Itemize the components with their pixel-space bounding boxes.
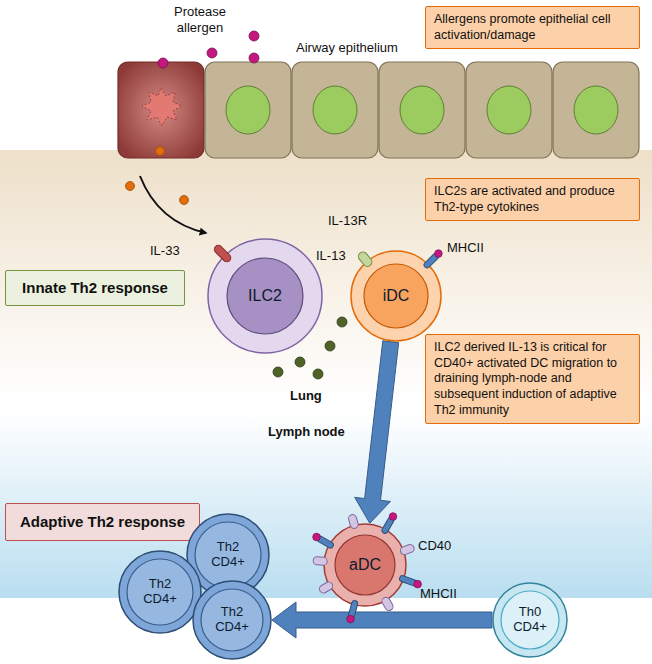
il33-particles: [126, 147, 189, 205]
epithelium: [118, 62, 639, 158]
phase-title: Innate Th2 response: [22, 279, 168, 298]
migration-arrow: [355, 341, 399, 523]
cytokine-label: IL-13: [316, 248, 346, 264]
cell-name: iDC: [383, 287, 410, 305]
phase-box: Innate Th2 response: [5, 270, 185, 306]
cell-name: Th2 CD4+: [215, 605, 249, 635]
migration-arrow: [272, 602, 492, 638]
tissue-label: Airway epithelium: [296, 40, 398, 56]
callout-text: ILC2 derived IL-13 is critical for CD40+…: [434, 340, 631, 418]
receptor-symbols: [213, 244, 233, 264]
callout-text: Allergens promote epithelial cell activa…: [434, 12, 631, 43]
region-label: Lung: [290, 388, 322, 404]
cell-name: ILC2: [248, 287, 282, 305]
il33-release-arrow: [140, 176, 206, 233]
phase-box: Adaptive Th2 response: [5, 503, 200, 541]
cell-name: Th0 CD4+: [513, 605, 547, 635]
callout-box: ILC2 derived IL-13 is critical for CD40+…: [425, 334, 640, 424]
phase-title: Adaptive Th2 response: [20, 513, 185, 532]
allergen-particles: [158, 31, 259, 68]
cell-name: aDC: [349, 556, 381, 574]
dendritic-cell: iDC: [350, 250, 442, 342]
t-cell: Th2 CD4+: [192, 580, 272, 660]
receptor-label: MHCII: [420, 586, 457, 602]
callout-box: ILC2s are activated and produce Th2-type…: [425, 178, 640, 221]
cell-name: Th2 CD4+: [143, 577, 177, 607]
ilc2-cell: ILC2: [207, 238, 323, 354]
receptor-label: CD40: [418, 538, 451, 554]
receptor-label: MHCII: [447, 240, 484, 256]
dendritic-cell: aDC: [323, 523, 407, 607]
cytokine-label: IL-33: [150, 243, 180, 259]
allergen-label: Protease allergen: [160, 4, 240, 35]
receptor-label: IL-13R: [328, 213, 367, 229]
receptor-symbols: [313, 513, 422, 623]
t-cell: Th2 CD4+: [118, 550, 202, 634]
callout-box: Allergens promote epithelial cell activa…: [425, 6, 640, 49]
callout-text: ILC2s are activated and produce Th2-type…: [434, 184, 631, 215]
region-label: Lymph node: [268, 424, 345, 440]
cell-name: Th2 CD4+: [211, 540, 245, 570]
t-cell: Th0 CD4+: [492, 582, 568, 658]
receptor-symbols: [357, 250, 443, 269]
